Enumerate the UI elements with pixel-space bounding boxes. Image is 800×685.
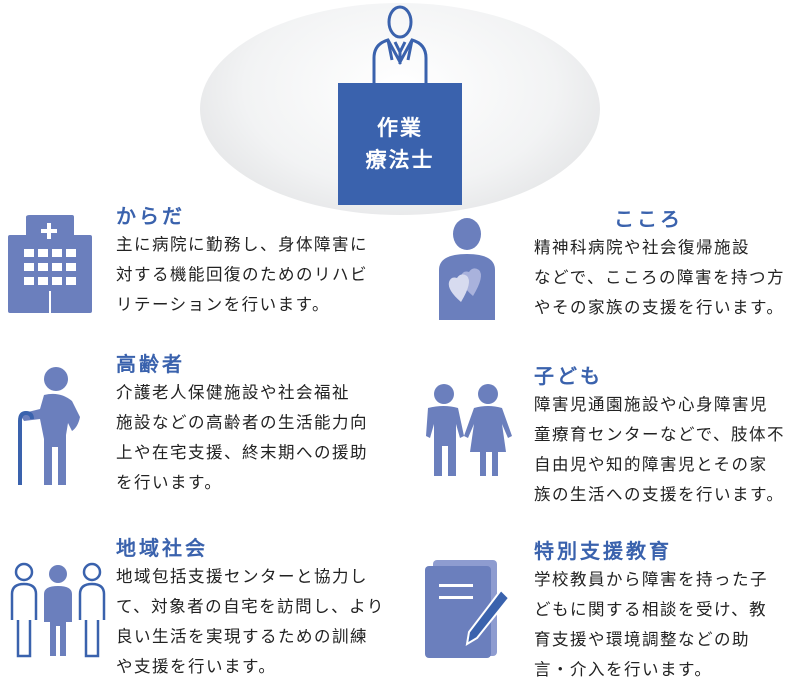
section-children: 子ども 障害児通園施設や心身障害児 童療育センターなどで、肢体不 自由児や知的障…	[534, 360, 785, 510]
section-text-line: 障害児通園施設や心身障害児	[534, 395, 768, 414]
section-title: 子ども	[534, 364, 603, 388]
section-title: 地域社会	[116, 536, 208, 560]
section-text-line: 地域包括支援センターと協力し	[116, 567, 368, 586]
section-text-line: リテーションを行います。	[116, 295, 331, 314]
hospital-icon	[8, 215, 92, 313]
section-text-line: 族の生活への支援を行います。	[534, 485, 785, 504]
section-text-line: 介護老人保健施設や社会福祉	[116, 383, 350, 402]
center-label-line: 作業	[377, 116, 423, 140]
section-mind: こころ 精神科病院や社会復帰施設 などで、こころの障害を持つ方 やその家族の支援…	[534, 203, 785, 323]
occupational-therapist-box: 作業 療法士	[338, 83, 462, 205]
section-text-line: や支援を行います。	[116, 657, 277, 676]
section-title: 高齢者	[116, 352, 185, 376]
section-text-line: 対する機能回復のためのリハビ	[116, 265, 368, 284]
section-text-line: 施設などの高齢者の生活能力向	[116, 413, 368, 432]
section-text-line: て、対象者の自宅を訪問し、より	[116, 597, 385, 616]
community-people-icon	[10, 562, 106, 658]
section-title: からだ	[116, 204, 185, 228]
section-text-line: やその家族の支援を行います。	[534, 298, 785, 317]
children-icon	[426, 384, 512, 476]
section-text-line: 良い生活を実現するための訓練	[116, 627, 368, 646]
center-label-line: 療法士	[365, 148, 435, 172]
section-text-line: 上や在宅支援、終末期への援助	[116, 443, 368, 462]
section-elderly: 高齢者 介護老人保健施設や社会福祉 施設などの高齢者の生活能力向 上や在宅支援、…	[116, 348, 368, 498]
section-text-line: を行います。	[116, 473, 223, 492]
therapist-outline-icon	[372, 5, 428, 84]
section-text-line: 自由児や知的障害児とその家	[534, 455, 768, 474]
section-text-line: 精神科病院や社会復帰施設	[534, 238, 750, 257]
notebook-pen-icon	[425, 560, 509, 658]
section-text-line: 学校教員から障害を持った子	[534, 570, 768, 589]
section-community: 地域社会 地域包括支援センターと協力し て、対象者の自宅を訪問し、より 良い生活…	[116, 532, 385, 682]
section-title: 特別支援教育	[534, 539, 672, 563]
section-text-line: 言・介入を行います。	[534, 660, 713, 679]
elderly-person-icon	[18, 367, 80, 485]
mind-heart-person-icon	[439, 218, 495, 320]
section-body: からだ 主に病院に勤務し、身体障害に 対する機能回復のためのリハビ リテーション…	[116, 200, 368, 320]
section-text-line: どもに関する相談を受け、教	[534, 600, 768, 619]
section-text-line: 主に病院に勤務し、身体障害に	[116, 235, 368, 254]
section-text-line: などで、こころの障害を持つ方	[534, 268, 786, 287]
section-text-line: 育支援や環境調整などの助	[534, 630, 750, 649]
section-text-line: 童療育センターなどで、肢体不	[534, 425, 786, 444]
section-special-education: 特別支援教育 学校教員から障害を持った子 どもに関する相談を受け、教 育支援や環…	[534, 535, 768, 685]
section-title: こころ	[614, 207, 683, 231]
